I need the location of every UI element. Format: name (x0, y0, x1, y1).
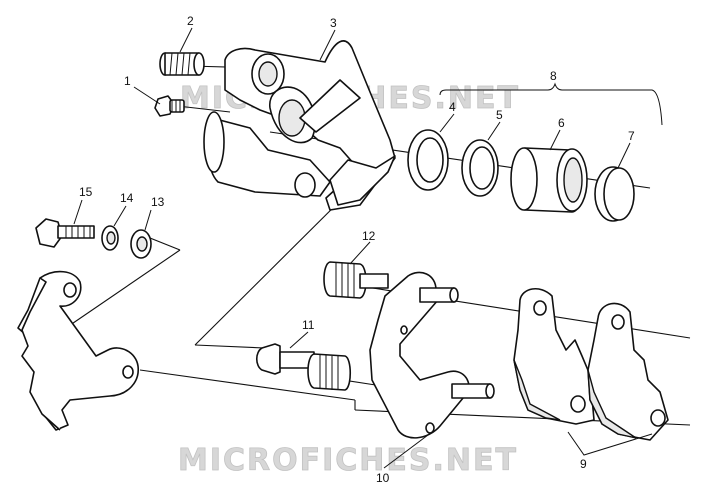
part-threaded-plug (159, 52, 205, 76)
kit-bracket-8 (439, 82, 663, 126)
callout-13: 13 (151, 195, 165, 209)
callout-12: 12 (362, 229, 376, 243)
part-mounting-bracket (17, 270, 139, 431)
part-lock-washer-14 (101, 225, 119, 251)
part-seal-ring-4 (407, 129, 449, 191)
callout-10: 10 (376, 471, 390, 485)
callout-8: 8 (550, 69, 557, 83)
part-boot-12 (323, 261, 389, 299)
watermark-bottom: MICROFICHES.NET (178, 443, 518, 478)
callout-5: 5 (496, 108, 503, 122)
part-bolt-15 (35, 218, 95, 248)
callout-numbers: 1 2 3 4 5 6 7 8 9 10 11 12 13 14 15 (79, 14, 635, 485)
callout-11: 11 (302, 318, 315, 332)
part-washer-13 (130, 229, 152, 259)
callout-6: 6 (558, 116, 565, 130)
callout-9: 9 (580, 457, 587, 471)
part-guide-pin-11 (255, 343, 352, 391)
part-bleeder-valve (154, 95, 185, 117)
callout-15: 15 (79, 185, 93, 199)
callout-2: 2 (187, 14, 194, 28)
callout-1: 1 (124, 74, 131, 88)
part-caliper-housing (203, 40, 396, 211)
callout-14: 14 (120, 191, 134, 205)
part-piston-cap (594, 166, 635, 222)
callout-leaders (73, 27, 653, 469)
callout-3: 3 (330, 16, 337, 30)
callout-7: 7 (628, 129, 635, 143)
part-piston (510, 147, 588, 213)
part-brake-pads-9 (513, 288, 669, 441)
callout-4: 4 (449, 100, 456, 114)
part-seal-ring-5 (461, 139, 499, 197)
part-support-bracket-10 (369, 271, 495, 439)
